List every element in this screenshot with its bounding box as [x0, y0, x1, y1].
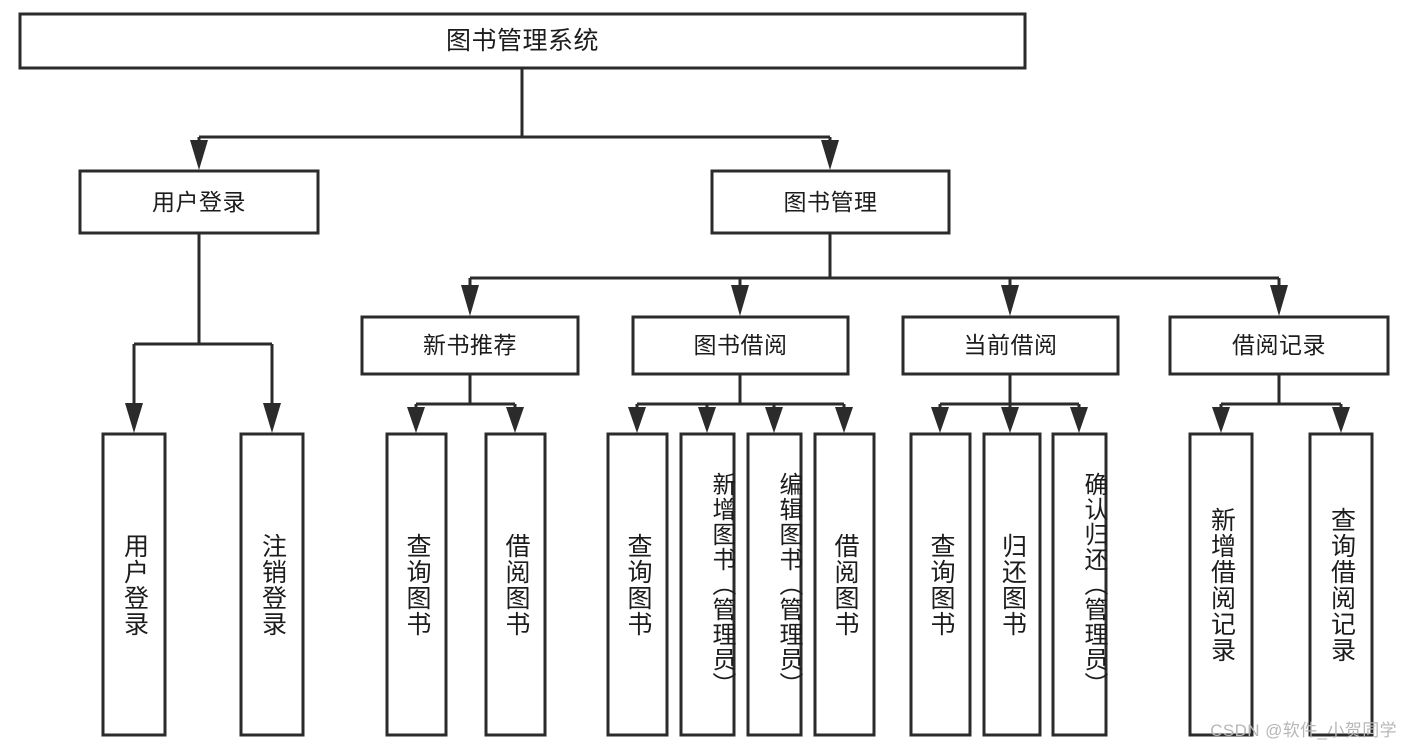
node-box-leaf-borrow-book-1[interactable] [484, 432, 547, 737]
edge-user-login-to-leaves [125, 233, 281, 433]
node-box-leaf-query-book-2[interactable] [606, 432, 669, 737]
node-box-leaf-logout[interactable] [239, 432, 305, 737]
node-box-current-borrow[interactable] [901, 315, 1120, 376]
node-box-leaf-add-record[interactable] [1188, 432, 1254, 737]
node-box-leaf-return-book[interactable] [982, 432, 1042, 737]
edge-root-to-level2 [190, 68, 839, 170]
node-box-leaf-edit-book-admin[interactable] [746, 432, 803, 737]
node-box-root[interactable] [18, 12, 1027, 70]
node-box-book-management[interactable] [710, 169, 951, 235]
edge-new-book-to-leaves [407, 374, 524, 433]
edge-book-borrow-to-leaves [628, 374, 853, 433]
node-box-leaf-confirm-return-admin[interactable] [1051, 432, 1108, 737]
edge-book-management-to-level3 [461, 233, 1288, 316]
edge-borrow-records-to-leaves [1212, 374, 1350, 433]
node-box-leaf-query-book-1[interactable] [385, 432, 448, 737]
node-box-new-book-recommend[interactable] [360, 315, 580, 376]
node-box-book-borrow[interactable] [631, 315, 850, 376]
node-box-leaf-query-record[interactable] [1308, 432, 1374, 737]
node-box-borrow-records[interactable] [1168, 315, 1390, 376]
node-box-leaf-borrow-book-2[interactable] [813, 432, 876, 737]
node-box-leaf-user-login[interactable] [101, 432, 167, 737]
node-box-user-login[interactable] [78, 169, 320, 235]
node-box-leaf-query-book-3[interactable] [909, 432, 972, 737]
node-box-leaf-add-book-admin[interactable] [679, 432, 736, 737]
edge-current-borrow-to-leaves [931, 374, 1088, 433]
